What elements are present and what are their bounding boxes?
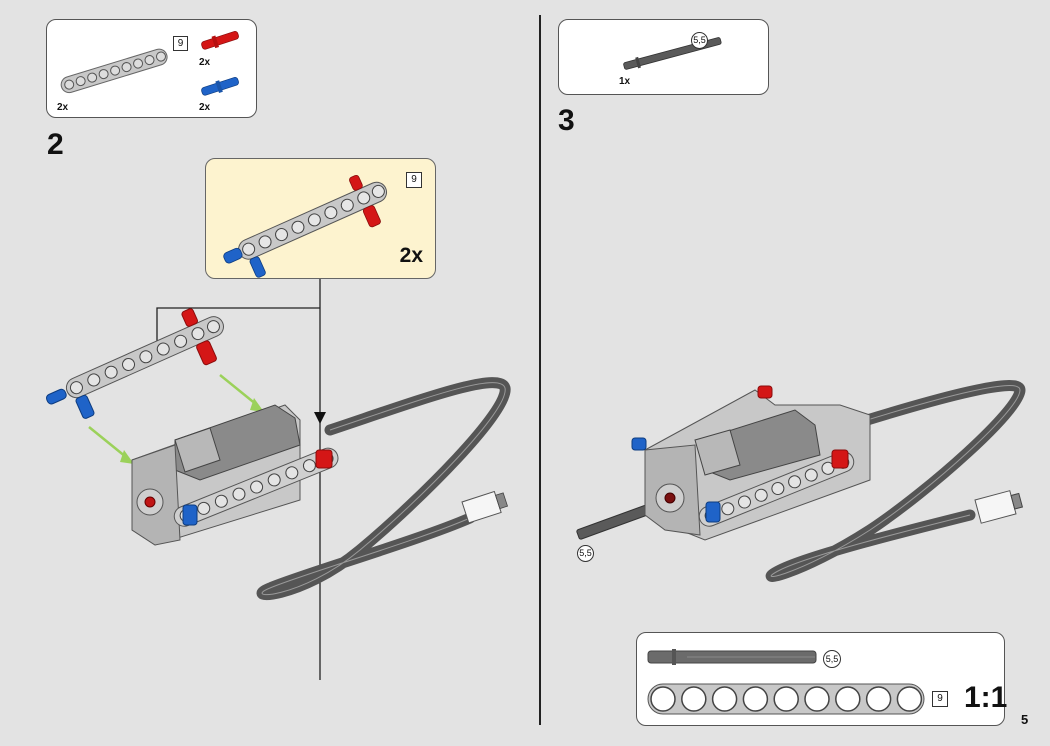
beam-hole (650, 686, 676, 712)
beam-hole (896, 686, 923, 712)
beam-hole (865, 686, 892, 712)
callout-pointer-lines (156, 279, 321, 680)
axle-callout-label: 5,5 (577, 545, 594, 562)
blue-pin-qty: 2x (199, 102, 211, 113)
callout-multiplier: 2x (399, 244, 423, 267)
technic-beam-image (60, 48, 168, 94)
cable-plug (461, 490, 509, 524)
cable-plug (974, 490, 1024, 524)
step2-assembly-illustration (45, 279, 511, 680)
step3-number: 3 (558, 104, 575, 137)
beam-hole (681, 686, 707, 712)
blue-pin-image (201, 77, 239, 96)
step3-parts-list: 5,5 1x (558, 19, 769, 95)
page-divider (539, 15, 541, 725)
red-pin-qty: 2x (199, 57, 211, 68)
axle-qty: 1x (619, 76, 631, 87)
beam-hole (804, 686, 830, 712)
red-pin-image (201, 31, 239, 50)
scale-beam-label: 9 (932, 691, 948, 707)
beam-hole (773, 686, 799, 712)
green-arrow-icon (250, 398, 264, 412)
callout-length-label: 9 (406, 172, 422, 188)
step2-parts-list: 9 2x 2x 2x (46, 19, 257, 118)
scale-axle (647, 649, 817, 665)
arrow-head-icon (314, 412, 326, 424)
step3-assembly-illustration (576, 380, 1026, 582)
scale-beam (647, 683, 925, 715)
beam-hole (742, 686, 769, 712)
page-number: 5 (1021, 712, 1029, 727)
axle-length-label: 5,5 (691, 32, 708, 49)
axle-image (623, 37, 722, 70)
scale-reference-box: 5,5 9 1:1 (636, 632, 1008, 726)
beam-hole (835, 686, 861, 712)
beam-qty: 2x (57, 102, 69, 113)
motor (131, 404, 339, 546)
scale-ratio: 1:1 (964, 681, 1008, 714)
callout-beam-assembly (223, 174, 388, 278)
beam-length-label: 9 (173, 36, 188, 51)
green-arrow-icon (120, 450, 134, 464)
step2-number: 2 (47, 128, 64, 161)
beam-hole (711, 686, 738, 712)
scale-axle-label: 5,5 (823, 650, 841, 668)
subassembly-callout: 9 2x (205, 158, 436, 279)
